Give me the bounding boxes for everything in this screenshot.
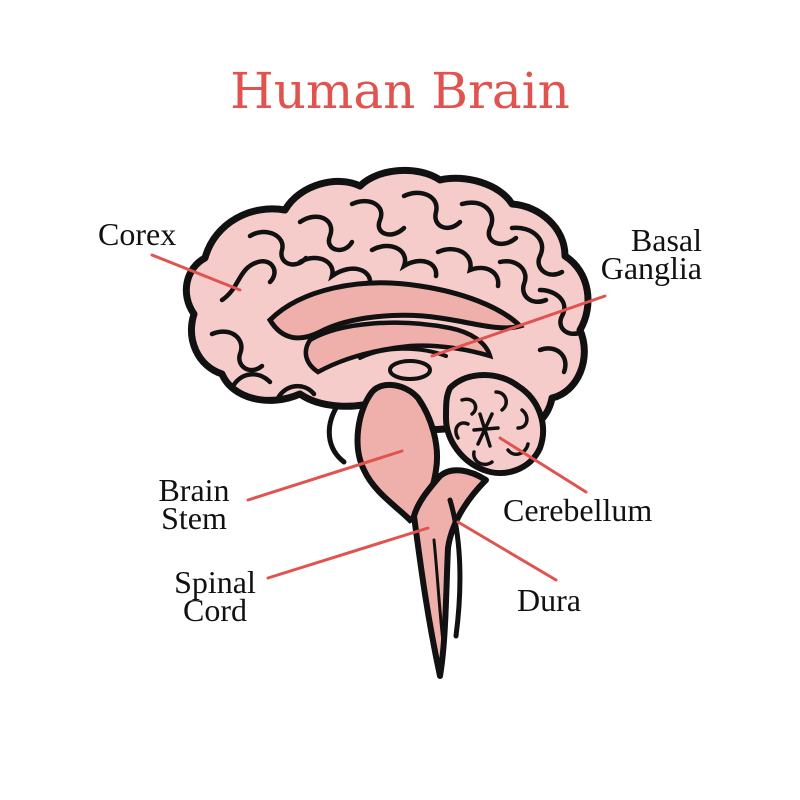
label-dura: Dura bbox=[517, 582, 581, 618]
label-brain-stem-line1: Brain bbox=[158, 472, 230, 508]
label-cortex: Corex bbox=[98, 216, 177, 252]
label-basal-ganglia: Basal Ganglia bbox=[575, 222, 702, 286]
diagram-title: Human Brain bbox=[230, 62, 570, 120]
brain-stem-leader-line bbox=[246, 449, 404, 502]
leader-lines bbox=[150, 253, 607, 582]
spinal-cord-shape bbox=[411, 467, 489, 679]
label-basal-ganglia-line2: Ganglia bbox=[600, 250, 702, 286]
label-spinal-cord-line2: Cord bbox=[183, 592, 247, 628]
label-brain-stem-line2: Stem bbox=[161, 500, 227, 536]
label-basal-ganglia-line1: Basal bbox=[630, 222, 702, 258]
label-spinal-cord: Spinal Cord bbox=[160, 564, 270, 628]
basal-ganglia-leader-line bbox=[430, 294, 607, 358]
label-brain-stem: Brain Stem bbox=[146, 472, 242, 536]
dura-leader-line bbox=[456, 520, 558, 582]
cerebellum-leader-line bbox=[498, 436, 588, 494]
spinal-cord-leader-line bbox=[266, 526, 430, 580]
cortex-leader-line bbox=[150, 253, 242, 292]
label-spinal-cord-line1: Spinal bbox=[174, 564, 256, 600]
label-cerebellum: Cerebellum bbox=[503, 492, 653, 528]
